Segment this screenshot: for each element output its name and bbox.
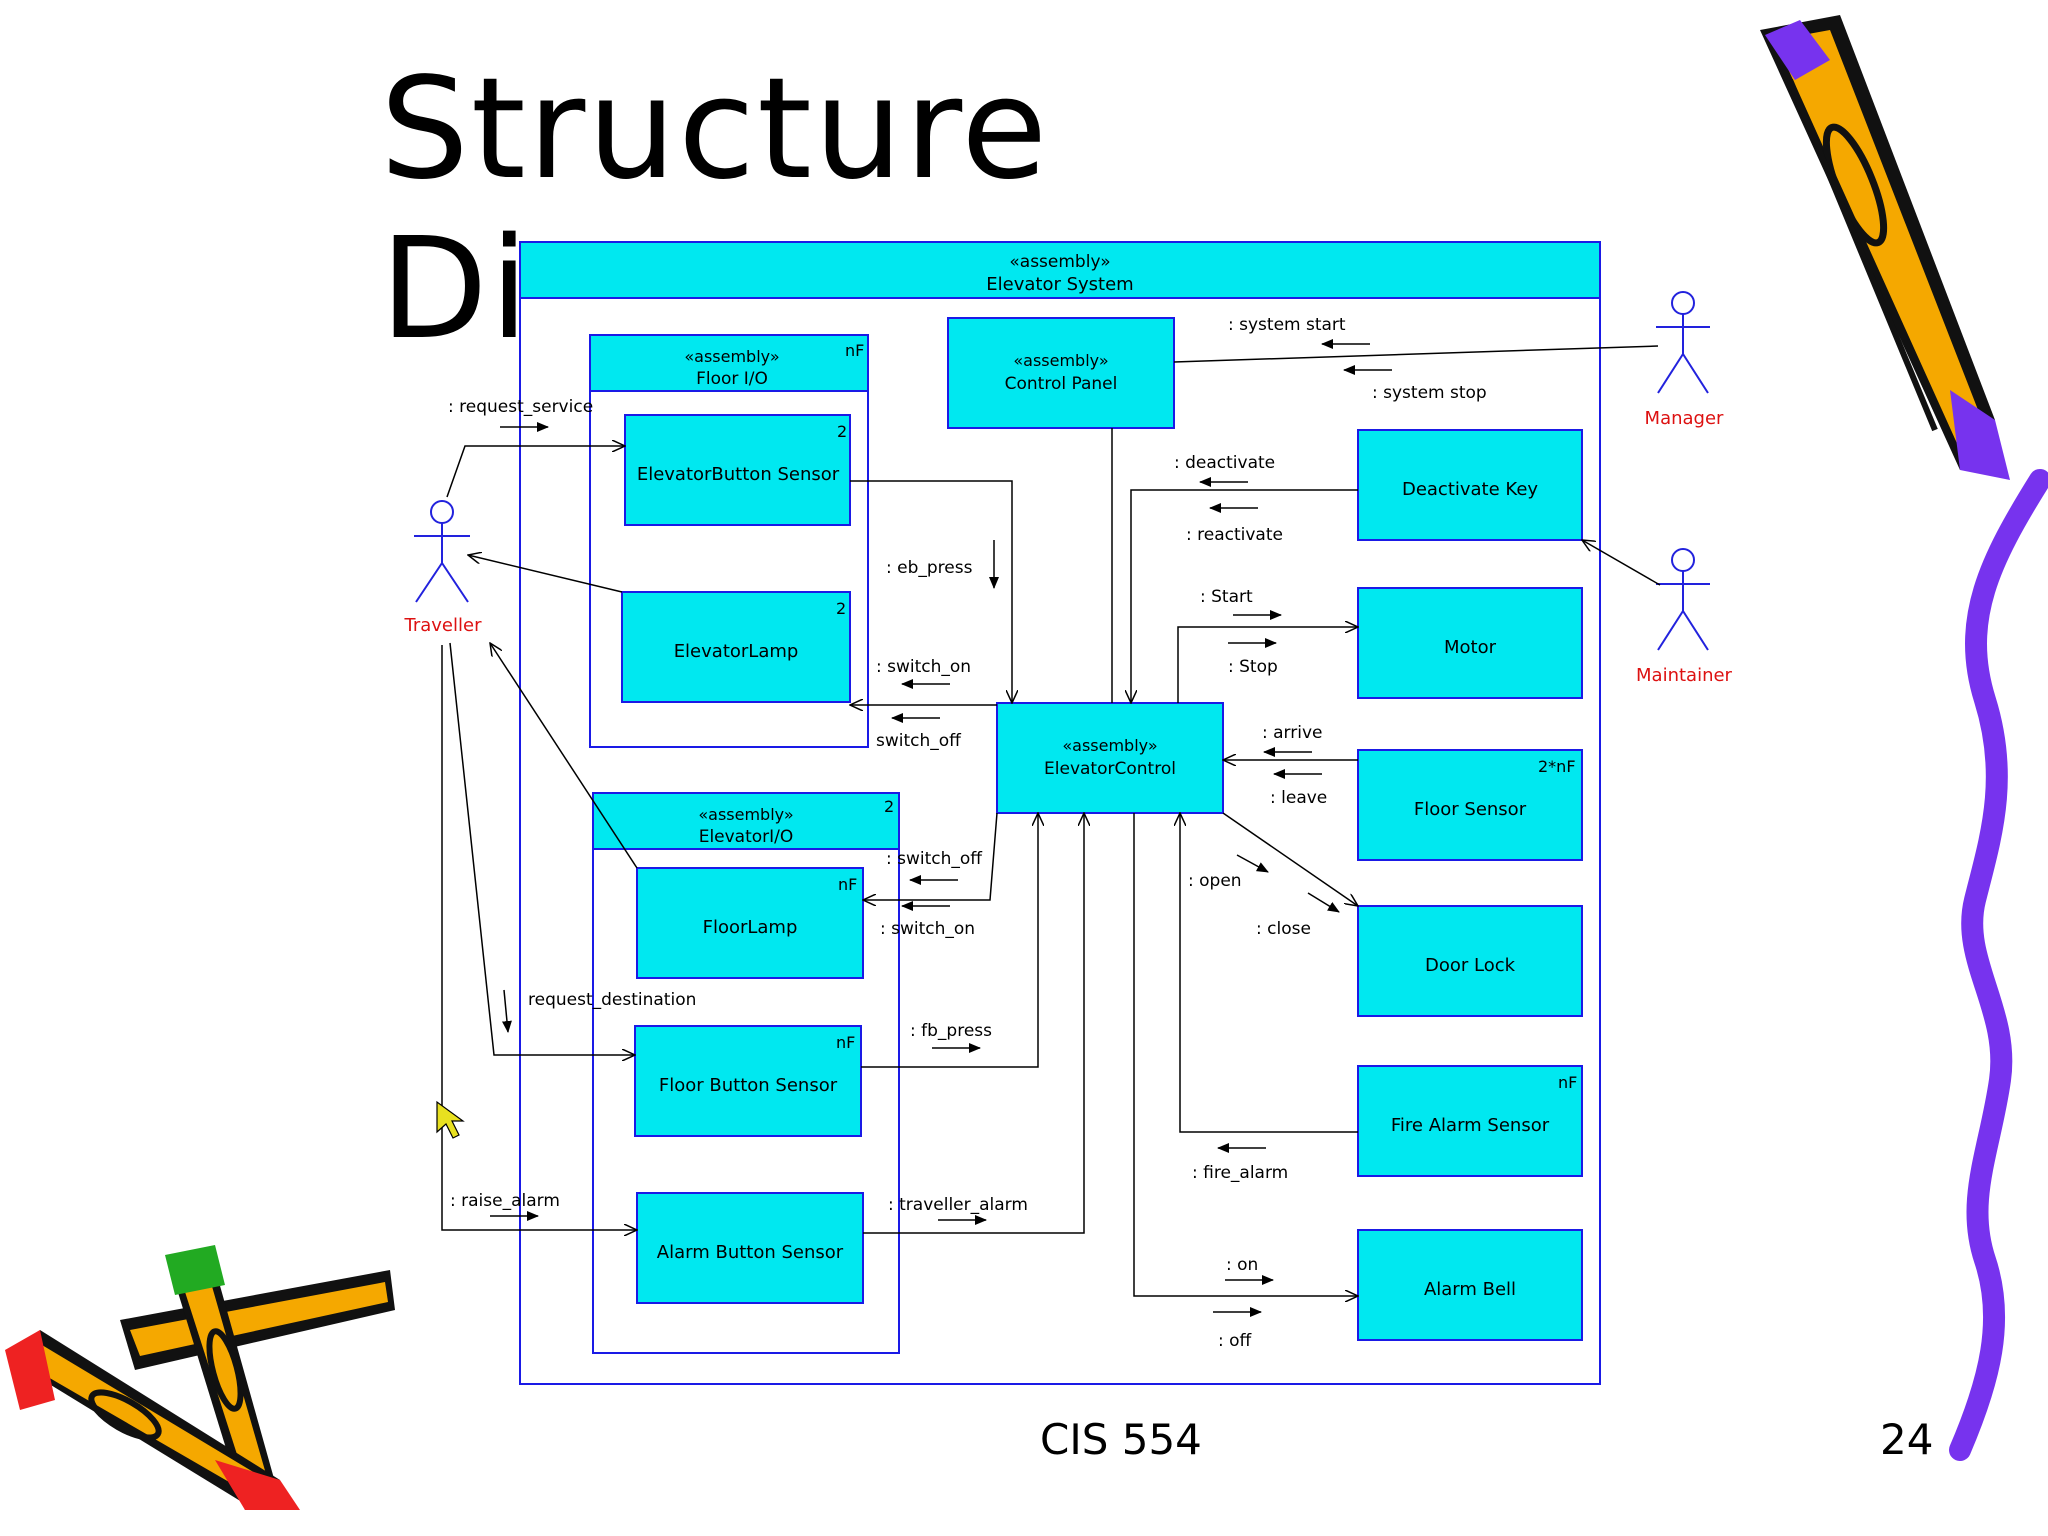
pencils-decoration-bottom-left: [5, 1245, 395, 1510]
traveller-label: Traveller: [404, 615, 483, 636]
deactivate-key-label: Deactivate Key: [1402, 479, 1538, 500]
elevator-io-multiplicity: 2: [884, 797, 894, 816]
floor-io-multiplicity: nF: [845, 341, 864, 360]
msg-start: : Start: [1200, 587, 1253, 607]
msg-request-destination: request_destination: [528, 990, 696, 1010]
msg-system-start: : system start: [1228, 315, 1346, 335]
msg-fire-alarm: : fire_alarm: [1192, 1163, 1288, 1183]
msg-open: : open: [1188, 871, 1242, 891]
msg-request-service: : request_service: [448, 397, 593, 417]
page-number: 24: [1880, 1415, 1934, 1464]
squiggle-decoration-right: [1949, 469, 2048, 1461]
msg-system-stop: : system stop: [1372, 383, 1487, 403]
connector-lines: [441, 345, 1661, 1296]
motor-box: [1357, 587, 1583, 699]
msg-traveller-alarm: : traveller_alarm: [888, 1195, 1028, 1215]
mouse-cursor-icon: [436, 1100, 465, 1139]
floor-sensor-multiplicity: 2*nF: [1538, 757, 1576, 776]
floor-io-stereotype: «assembly»: [684, 347, 779, 366]
alarm-button-sensor-label: Alarm Button Sensor: [657, 1242, 844, 1263]
msg-on: : on: [1226, 1255, 1258, 1275]
elevator-system-header: [519, 241, 1601, 299]
msg-raise-alarm: : raise_alarm: [450, 1191, 560, 1211]
footer-text: CIS 554: [1040, 1415, 1202, 1464]
control-panel-stereotype: «assembly»: [1013, 351, 1108, 370]
fire-alarm-sensor-label: Fire Alarm Sensor: [1391, 1115, 1550, 1136]
floor-lamp-multiplicity: nF: [838, 875, 857, 894]
msg-fb-press: : fb_press: [910, 1021, 992, 1041]
elevator-io-stereotype: «assembly»: [698, 805, 793, 824]
traveller-actor: [414, 500, 470, 603]
elevator-control-name: ElevatorControl: [1044, 759, 1176, 779]
manager-actor: [1656, 291, 1710, 394]
floor-button-sensor-label: Floor Button Sensor: [659, 1075, 838, 1096]
control-panel-box: [947, 317, 1175, 429]
elevator-button-sensor-box: [624, 414, 851, 526]
msg-close: : close: [1256, 919, 1311, 939]
alarm-button-sensor-box: [636, 1192, 864, 1304]
msg-off: : off: [1218, 1331, 1253, 1351]
elevator-control-box: [996, 702, 1224, 814]
msg-reactivate: : reactivate: [1186, 525, 1283, 545]
alarm-bell-box: [1357, 1229, 1583, 1341]
floor-sensor-label: Floor Sensor: [1414, 799, 1527, 820]
msg-leave: : leave: [1270, 788, 1327, 808]
floor-button-sensor-multiplicity: nF: [836, 1033, 855, 1052]
msg-switch-off-1: switch_off: [876, 731, 962, 751]
motor-label: Motor: [1444, 637, 1497, 658]
msg-switch-off-2: : switch_off: [886, 849, 983, 869]
floor-lamp-label: FloorLamp: [703, 917, 798, 938]
door-lock-box: [1357, 905, 1583, 1017]
alarm-bell-label: Alarm Bell: [1424, 1279, 1516, 1300]
floor-sensor-box: [1357, 749, 1583, 861]
elevator-io-header: [592, 792, 900, 850]
door-lock-label: Door Lock: [1425, 955, 1516, 976]
elevator-system-name: Elevator System: [986, 274, 1133, 295]
pencil-decoration-top-right: [1760, 15, 2010, 480]
elevator-lamp-label: ElevatorLamp: [674, 641, 799, 662]
control-panel-name: Control Panel: [1005, 374, 1118, 394]
floor-lamp-box: [636, 867, 864, 979]
floor-io-header: [589, 334, 869, 392]
fire-alarm-sensor-box: [1357, 1065, 1583, 1177]
elevator-control-stereotype: «assembly»: [1062, 736, 1157, 755]
elevator-lamp-multiplicity: 2: [836, 599, 846, 618]
msg-switch-on-1: : switch_on: [876, 657, 971, 677]
elevator-button-sensor-label: ElevatorButton Sensor: [637, 464, 840, 485]
msg-stop: : Stop: [1228, 657, 1278, 677]
floor-io-name: Floor I/O: [696, 369, 768, 389]
elevator-system-stereotype: «assembly»: [1009, 252, 1110, 272]
elevator-lamp-box: [621, 591, 851, 703]
maintainer-actor: [1656, 548, 1710, 651]
elevator-button-sensor-multiplicity: 2: [837, 422, 847, 441]
floor-button-sensor-box: [634, 1025, 862, 1137]
maintainer-label: Maintainer: [1636, 665, 1733, 686]
manager-label: Manager: [1645, 408, 1724, 429]
deactivate-key-box: [1357, 429, 1583, 541]
msg-eb-press: : eb_press: [886, 558, 973, 578]
message-arrows: [490, 339, 1392, 1317]
msg-deactivate: : deactivate: [1174, 453, 1275, 473]
msg-arrive: : arrive: [1262, 723, 1322, 743]
fire-alarm-sensor-multiplicity: nF: [1558, 1073, 1577, 1092]
elevator-io-name: ElevatorI/O: [699, 827, 794, 847]
msg-switch-on-2: : switch_on: [880, 919, 975, 939]
